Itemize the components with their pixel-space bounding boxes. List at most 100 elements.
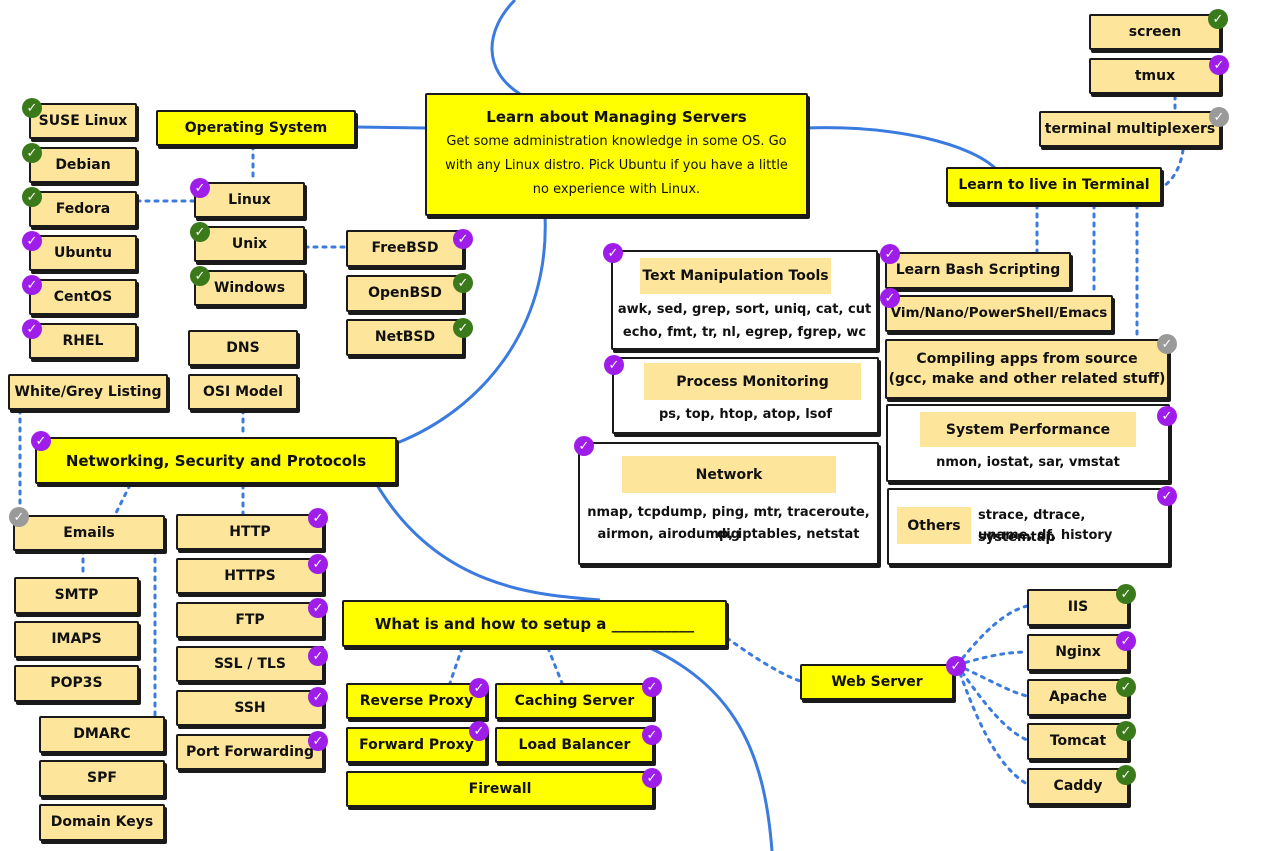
screen-node[interactable]: screen bbox=[1089, 14, 1221, 50]
others-line2: uname, df, history bbox=[978, 528, 1113, 543]
main-description: Get some administration knowledge in som… bbox=[445, 133, 788, 197]
text-tools-line1: awk, sed, grep, sort, uniq, cat, cut bbox=[617, 302, 872, 317]
port-forwarding-check-icon: ✓ bbox=[308, 731, 328, 751]
web-server-check-icon: ✓ bbox=[946, 656, 966, 676]
compile-from-source-node[interactable]: Compiling apps from source (gcc, make an… bbox=[885, 339, 1169, 399]
performance-check-icon: ✓ bbox=[1157, 406, 1177, 426]
protocol-port-forwarding-node[interactable]: Port Forwarding bbox=[176, 734, 324, 770]
ssl-tls-check-icon: ✓ bbox=[308, 646, 328, 666]
text-tools-line2: echo, fmt, tr, nl, egrep, fgrep, wc bbox=[622, 325, 867, 340]
main-to-os-link bbox=[355, 125, 426, 130]
emails-node[interactable]: Emails bbox=[13, 515, 165, 551]
networking-node[interactable]: Networking, Security and Protocols bbox=[35, 437, 397, 484]
protocol-https-node[interactable]: HTTPS bbox=[176, 558, 324, 594]
web-server-apache-node[interactable]: Apache bbox=[1027, 679, 1129, 716]
https-check-icon: ✓ bbox=[308, 554, 328, 574]
web-server-node[interactable]: Web Server bbox=[800, 664, 954, 700]
network-tools-line1: nmap, tcpdump, ping, mtr, traceroute, di… bbox=[587, 505, 870, 542]
linux-node[interactable]: Linux bbox=[194, 182, 305, 218]
network-tools-line2: airmon, airodump, iptables, netstat bbox=[597, 527, 860, 542]
forward-proxy-node[interactable]: Forward Proxy bbox=[346, 727, 487, 763]
linux-check-icon: ✓ bbox=[190, 178, 210, 198]
white-grey-listing-node[interactable]: White/Grey Listing bbox=[8, 374, 168, 410]
distro-suse-node[interactable]: SUSE Linux bbox=[29, 103, 137, 139]
screen-check-icon: ✓ bbox=[1208, 9, 1228, 29]
load-balancer-node[interactable]: Load Balancer bbox=[495, 727, 654, 763]
caching-server-check-icon: ✓ bbox=[642, 677, 662, 697]
ssh-check-icon: ✓ bbox=[308, 687, 328, 707]
others-check-icon: ✓ bbox=[1157, 486, 1177, 506]
suse-check-icon: ✓ bbox=[22, 98, 42, 118]
process-check-icon: ✓ bbox=[604, 355, 624, 375]
web-server-nginx-node[interactable]: Nginx bbox=[1027, 634, 1129, 671]
ftp-check-icon: ✓ bbox=[308, 598, 328, 618]
domain-keys-node[interactable]: Domain Keys bbox=[39, 804, 165, 841]
caddy-check-icon: ✓ bbox=[1116, 765, 1136, 785]
protocol-http-node[interactable]: HTTP bbox=[176, 514, 324, 550]
bash-check-icon: ✓ bbox=[880, 244, 900, 264]
osi-model-node[interactable]: OSI Model bbox=[188, 374, 298, 410]
bsd-netbsd-node[interactable]: NetBSD bbox=[346, 319, 464, 356]
protocol-ftp-node[interactable]: FTP bbox=[176, 602, 324, 638]
dmarc-node[interactable]: DMARC bbox=[39, 716, 165, 753]
reverse-proxy-node[interactable]: Reverse Proxy bbox=[346, 683, 487, 719]
editors-node[interactable]: Vim/Nano/PowerShell/Emacs bbox=[885, 295, 1113, 332]
unix-node[interactable]: Unix bbox=[194, 226, 305, 262]
operating-system-node[interactable]: Operating System bbox=[156, 110, 356, 146]
windows-node[interactable]: Windows bbox=[194, 270, 305, 306]
main-to-terminal-link bbox=[805, 126, 997, 170]
editors-check-icon: ✓ bbox=[880, 288, 900, 308]
caching-server-node[interactable]: Caching Server bbox=[495, 683, 654, 719]
ubuntu-check-icon: ✓ bbox=[22, 231, 42, 251]
compile-status-icon: ✓ bbox=[1157, 334, 1177, 354]
distro-fedora-node[interactable]: Fedora bbox=[29, 191, 137, 227]
bsd-freebsd-node[interactable]: FreeBSD bbox=[346, 230, 464, 267]
tmux-check-icon: ✓ bbox=[1209, 55, 1229, 75]
bsd-openbsd-node[interactable]: OpenBSD bbox=[346, 275, 464, 312]
system-performance-line1: nmon, iostat, sar, vmstat bbox=[936, 455, 1120, 470]
web-server-iis-node[interactable]: IIS bbox=[1027, 589, 1129, 626]
imaps-node[interactable]: IMAPS bbox=[14, 621, 139, 658]
setup-node[interactable]: What is and how to setup a ___________ bbox=[342, 600, 727, 647]
terminal-multiplexers-node[interactable]: terminal multiplexers bbox=[1039, 111, 1221, 147]
pop3s-node[interactable]: POP3S bbox=[14, 665, 139, 702]
others-title: Others bbox=[897, 507, 971, 544]
protocol-ssh-node[interactable]: SSH bbox=[176, 690, 324, 726]
setup-spine-bottom bbox=[649, 646, 774, 851]
smtp-node[interactable]: SMTP bbox=[14, 577, 139, 614]
distro-rhel-node[interactable]: RHEL bbox=[29, 323, 137, 359]
spf-node[interactable]: SPF bbox=[39, 760, 165, 797]
compile-title: Compiling apps from source bbox=[916, 350, 1138, 367]
multiplexers-status-icon: ✓ bbox=[1209, 107, 1229, 127]
process-monitoring-line1: ps, top, htop, atop, lsof bbox=[658, 407, 833, 422]
main-to-networking-link bbox=[396, 214, 547, 445]
main-topic-card[interactable]: Learn about Managing Servers Get some ad… bbox=[425, 93, 808, 216]
debian-check-icon: ✓ bbox=[22, 143, 42, 163]
network-tools-title: Network bbox=[622, 456, 836, 493]
tmux-node[interactable]: tmux bbox=[1089, 58, 1221, 94]
web-server-caddy-node[interactable]: Caddy bbox=[1027, 768, 1129, 805]
apache-check-icon: ✓ bbox=[1116, 677, 1136, 697]
networking-to-setup-link bbox=[375, 484, 601, 602]
firewall-node[interactable]: Firewall bbox=[346, 771, 654, 807]
fedora-check-icon: ✓ bbox=[22, 187, 42, 207]
windows-check-icon: ✓ bbox=[190, 266, 210, 286]
freebsd-check-icon: ✓ bbox=[453, 229, 473, 249]
process-monitoring-title: Process Monitoring bbox=[644, 363, 861, 400]
iis-check-icon: ✓ bbox=[1116, 584, 1136, 604]
web-server-tomcat-node[interactable]: Tomcat bbox=[1027, 723, 1129, 760]
netbsd-check-icon: ✓ bbox=[453, 318, 473, 338]
distro-ubuntu-node[interactable]: Ubuntu bbox=[29, 235, 137, 271]
distro-debian-node[interactable]: Debian bbox=[29, 147, 137, 183]
networking-check-icon: ✓ bbox=[31, 431, 51, 451]
distro-centos-node[interactable]: CentOS bbox=[29, 279, 137, 315]
unix-check-icon: ✓ bbox=[190, 222, 210, 242]
dns-node[interactable]: DNS bbox=[188, 330, 298, 366]
http-check-icon: ✓ bbox=[308, 508, 328, 528]
terminal-node[interactable]: Learn to live in Terminal bbox=[946, 167, 1162, 204]
bash-scripting-node[interactable]: Learn Bash Scripting bbox=[885, 252, 1071, 289]
protocol-ssl-tls-node[interactable]: SSL / TLS bbox=[176, 646, 324, 682]
emails-status-icon: ✓ bbox=[9, 507, 29, 527]
system-performance-title: System Performance bbox=[920, 412, 1136, 447]
